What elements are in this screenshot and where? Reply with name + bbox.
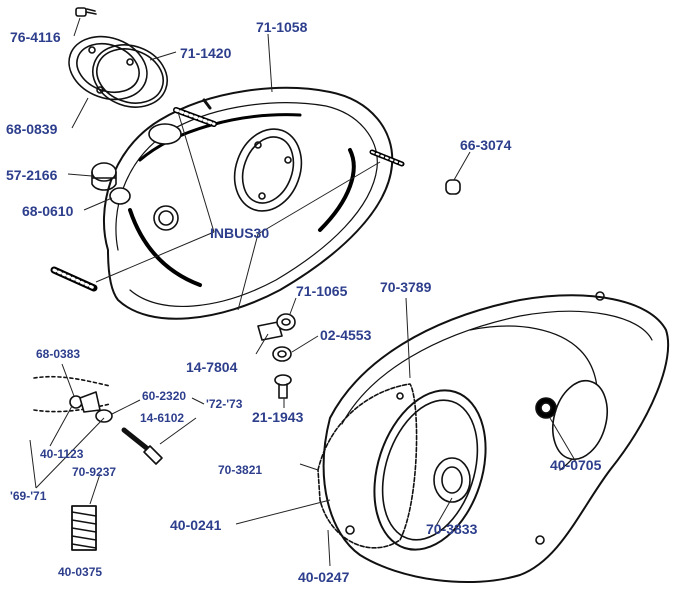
label-60-2320: 60-2320 <box>142 389 187 403</box>
screw-21-1943 <box>274 374 292 399</box>
label-70-3821: 70-3821 <box>218 463 263 477</box>
label-02-4553: 02-4553 <box>320 327 372 343</box>
label-40-0375: 40-0375 <box>58 565 103 579</box>
spring-40-0375 <box>71 505 97 551</box>
plug-40-0705 <box>535 397 557 419</box>
plug-57-2166 <box>91 162 117 191</box>
stud-right <box>369 149 405 167</box>
leader-lines <box>29 17 577 567</box>
label-70-3833: 70-3833 <box>426 521 478 537</box>
label-68-0610: 68-0610 <box>22 203 74 219</box>
label-14-6102: 14-6102 <box>140 411 185 425</box>
label-40-0705: 40-0705 <box>550 457 602 473</box>
label-68-0839: 68-0839 <box>6 121 58 137</box>
label-69-71: '69-'71 <box>10 489 47 503</box>
label-40-0241: 40-0241 <box>170 517 222 533</box>
label-40-0247: 40-0247 <box>298 569 350 585</box>
stud-lower-left <box>50 266 98 292</box>
label-70-9237: 70-9237 <box>72 465 117 479</box>
outer-cover-71-1058 <box>102 86 394 320</box>
label-14-7804: 14-7804 <box>186 359 238 375</box>
label-70-3789: 70-3789 <box>380 279 432 295</box>
inspection-cover-68-0839 <box>68 35 148 101</box>
label-21-1943: 21-1943 <box>252 409 304 425</box>
label-72-73: '72-'73 <box>206 397 243 411</box>
dowel-66-3074 <box>445 179 461 195</box>
label-68-0383: 68-0383 <box>36 347 81 361</box>
label-40-1123: 40-1123 <box>40 447 84 461</box>
label-57-2166: 57-2166 <box>6 167 58 183</box>
washer-60-2320 <box>95 409 113 423</box>
gasket-70-3821 <box>317 383 418 549</box>
label-71-1058: 71-1058 <box>256 19 308 35</box>
label-inbus30: INBUS30 <box>210 225 270 241</box>
label-76-4116: 76-4116 <box>10 29 61 45</box>
small-screw-top <box>202 98 212 110</box>
screw-76-4116 <box>75 7 97 17</box>
bolt-14-7804 <box>257 313 296 341</box>
label-71-1065: 71-1065 <box>296 283 348 299</box>
label-66-3074: 66-3074 <box>460 137 512 153</box>
inner-cover-70-3789 <box>322 291 670 583</box>
lever-68-0383 <box>33 375 111 413</box>
screw-14-6102 <box>121 427 163 465</box>
seal-68-0610 <box>109 187 131 205</box>
stud-upper <box>173 107 217 127</box>
gasket-71-1420 <box>92 44 168 108</box>
label-71-1420: 71-1420 <box>180 45 232 61</box>
washer-02-4553 <box>272 346 292 362</box>
